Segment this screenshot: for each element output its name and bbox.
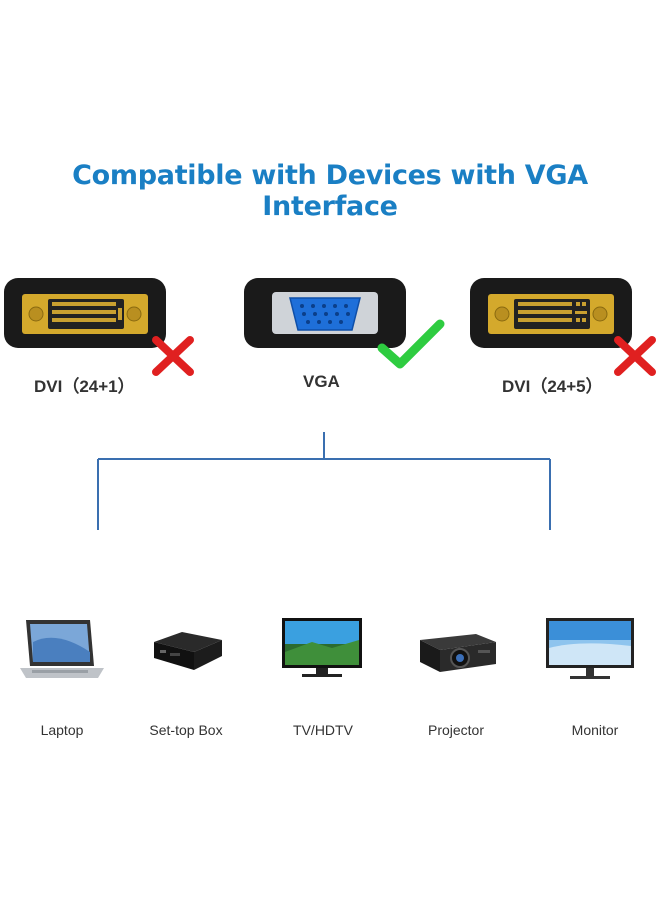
monitor-icon <box>540 612 640 689</box>
device-label-set-top-box: Set-top Box <box>149 722 223 738</box>
device-label-monitor: Monitor <box>571 722 619 738</box>
page-title: Compatible with Devices with VGA Interfa… <box>72 160 588 222</box>
dvi-24-1-port-icon <box>4 278 166 348</box>
dvi-24-5-port-icon <box>470 278 632 348</box>
device-label-tv: TV/HDTV <box>293 722 353 738</box>
device-label-laptop: Laptop <box>40 722 84 738</box>
vga-label: VGA <box>303 372 340 391</box>
dvi-24-5-label: DVI（24+5） <box>502 377 603 396</box>
device-label-projector: Projector <box>427 722 485 738</box>
check-icon <box>376 318 446 375</box>
tv-icon <box>272 612 372 689</box>
laptop-icon <box>12 612 112 689</box>
vga-port-icon <box>244 278 406 348</box>
cross-icon <box>150 334 196 383</box>
projector-icon <box>406 612 506 689</box>
dvi-24-1-label: DVI（24+1） <box>34 377 135 396</box>
cross-icon <box>612 334 658 383</box>
set-top-box-icon <box>136 612 236 689</box>
